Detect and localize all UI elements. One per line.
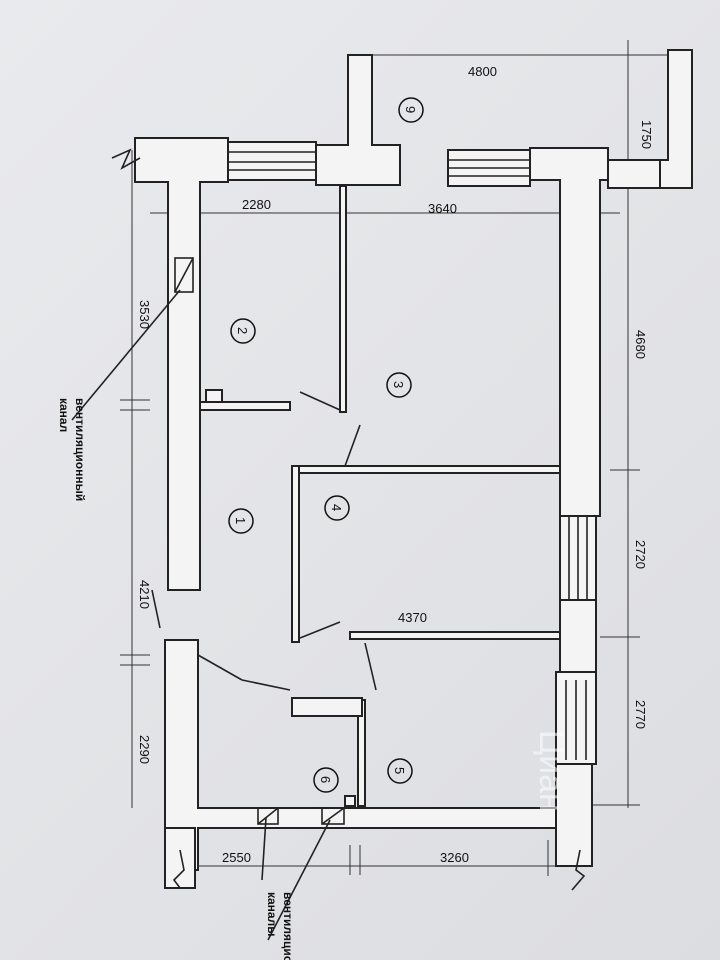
dim-middle-4370: 4370	[398, 610, 427, 625]
dim-inner-2280: 2280	[242, 197, 271, 212]
room-1-label: 1	[233, 517, 248, 524]
dim-right-top: 4680	[633, 330, 648, 359]
room-4-label: 4	[329, 504, 344, 511]
break-marks	[111, 148, 586, 891]
room-2-label: 2	[235, 327, 250, 334]
dim-right-bottom: 2770	[633, 700, 648, 729]
room-9-label: 9	[403, 106, 418, 113]
dim-top-right-depth: 1750	[639, 120, 654, 149]
dim-bottom-right: 3260	[440, 850, 469, 865]
vent-single-label-2: канал	[57, 398, 71, 432]
room-6-label: 6	[318, 776, 333, 783]
room-markers	[228, 97, 424, 793]
vent-plural-label-2: каналы	[265, 892, 279, 936]
dim-left-top: 3530	[137, 300, 152, 329]
dim-right-mid: 2720	[633, 540, 648, 569]
room-3-label: 3	[391, 381, 406, 388]
dim-inner-3640: 3640	[428, 201, 457, 216]
doors	[151, 391, 377, 691]
dim-left-bottom: 2290	[137, 735, 152, 764]
room-5-label: 5	[392, 767, 407, 774]
windows	[228, 151, 588, 760]
vent-plural-label-1: вентиляционные	[281, 892, 295, 960]
watermark: Циан	[532, 730, 570, 812]
dim-left-mid: 4210	[137, 580, 152, 609]
dim-bottom-left: 2550	[222, 850, 251, 865]
dim-top-width: 4800	[468, 64, 497, 79]
walls	[134, 49, 693, 889]
vent-channels	[71, 257, 345, 941]
vent-single-label-1: вентиляционный	[73, 398, 87, 501]
